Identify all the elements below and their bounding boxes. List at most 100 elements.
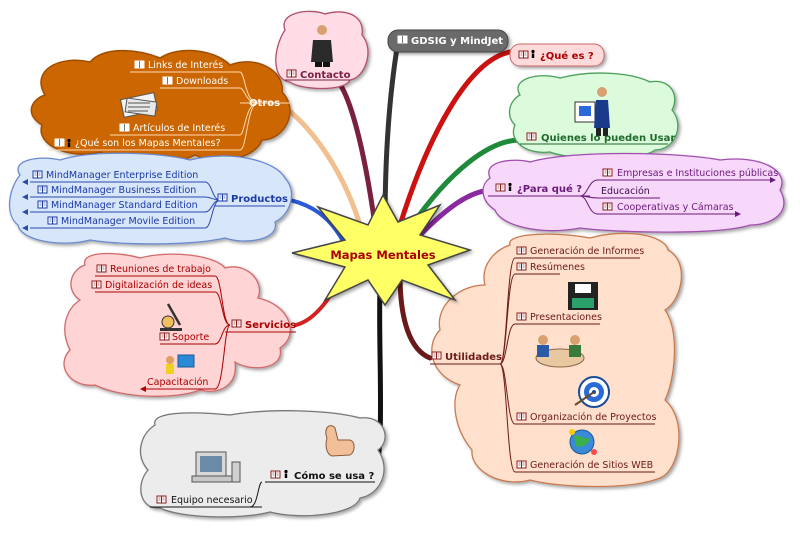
book-icon [602, 168, 613, 177]
productos-item-standard[interactable]: MindManager Standard Edition [51, 200, 198, 211]
otros-item-que-son[interactable]: ¿Qué son los Mapas Mentales? [75, 138, 221, 149]
utilidades-item-organizacion[interactable]: Organización de Proyectos [530, 412, 656, 423]
utilidades-item-presentaciones[interactable]: Presentaciones [530, 312, 602, 323]
training-icon [166, 354, 195, 374]
book-icon [495, 183, 506, 192]
quees-title[interactable]: ¿Qué es ? [540, 50, 594, 62]
branch-utilidades: Utilidades Generación de Informes Resúme… [430, 232, 682, 488]
info-icon [67, 138, 71, 147]
book-icon [231, 319, 242, 328]
quees-pill [509, 43, 605, 67]
book-icon [134, 60, 145, 69]
central-starburst [291, 193, 473, 307]
branch-productos: MindManager Enterprise Edition MindManag… [8, 152, 293, 245]
contacto-title[interactable]: Contacto [300, 70, 351, 81]
servicios-item-capacitacion[interactable]: Capacitación [147, 377, 208, 388]
book-icon [37, 200, 48, 209]
book-icon [526, 132, 537, 141]
book-icon [516, 246, 527, 255]
person-phone-icon [311, 25, 333, 67]
productos-item-movile[interactable]: MindManager Movile Edition [61, 216, 195, 227]
floppy-disk-icon [568, 282, 598, 310]
branch-quienes: Quienes lo pueden Usar [508, 72, 679, 160]
globe-icon [569, 429, 597, 455]
como-cloud [139, 410, 386, 518]
book-icon [91, 280, 102, 289]
book-icon [516, 262, 527, 271]
connector-gdsig [382, 39, 401, 228]
connector-quees [397, 49, 513, 228]
productos-item-enterprise[interactable]: MindManager Enterprise Edition [46, 170, 198, 181]
meeting-icon [535, 335, 585, 368]
utilidades-item-sitios-web[interactable]: Generación de Sitios WEB [530, 460, 653, 471]
parque-item-empresas[interactable]: Empresas e Instituciones públicas [617, 168, 778, 179]
branch-como: Cómo se usa ? Equipo necesario [139, 410, 386, 518]
otros-item-links[interactable]: Links de Interés [148, 60, 223, 71]
parque-item-cooperativas[interactable]: Cooperativas y Cámaras [617, 202, 734, 213]
parque-title[interactable]: ¿Para qué ? [517, 183, 582, 195]
otros-title[interactable]: Otros [249, 98, 280, 109]
branch-quees: ¿Qué es ? [509, 43, 605, 67]
book-icon [156, 495, 167, 504]
como-title[interactable]: Cómo se usa ? [294, 470, 374, 482]
servicios-item-reuniones[interactable]: Reuniones de trabajo [110, 264, 211, 275]
newspaper-icon [119, 92, 159, 118]
connector-productos [288, 198, 347, 247]
book-icon [54, 138, 65, 147]
branch-servicios: Reuniones de trabajo Digitalización de i… [63, 252, 296, 397]
branch-contacto: Contacto [275, 10, 369, 90]
book-icon [37, 185, 48, 194]
servicios-cloud [63, 252, 291, 397]
book-icon [162, 76, 173, 85]
gdsig-title[interactable]: GDSIG y MindJet [411, 36, 503, 47]
otros-item-downloads[interactable]: Downloads [176, 76, 228, 87]
parque-cloud [482, 152, 785, 233]
book-icon [397, 35, 408, 44]
quienes-title[interactable]: Quienes lo pueden Usar [541, 133, 675, 144]
book-icon [602, 202, 613, 211]
como-item-equipo[interactable]: Equipo necesario [171, 495, 253, 506]
info-icon [284, 469, 288, 478]
book-icon [96, 264, 107, 273]
info-icon [531, 49, 535, 58]
microscope-icon [160, 303, 182, 331]
branch-parque: ¿Para qué ? Empresas e Instituciones púb… [482, 152, 785, 233]
book-icon [518, 50, 529, 59]
otros-item-articulos[interactable]: Artículos de Interés [133, 123, 225, 134]
parque-item-educacion: Educación [601, 186, 650, 197]
book-icon [47, 216, 58, 225]
productos-item-business[interactable]: MindManager Business Edition [51, 185, 196, 196]
servicios-item-digitalizacion[interactable]: Digitalización de ideas [105, 280, 212, 291]
book-icon [516, 312, 527, 321]
gdsig-pill [387, 29, 509, 53]
branch-gdsig: GDSIG y MindJet [387, 29, 509, 53]
connector-contacto [319, 72, 378, 228]
book-icon [217, 193, 228, 202]
book-icon [431, 351, 442, 360]
info-icon [508, 182, 512, 191]
book-icon [119, 123, 130, 132]
utilidades-item-informes[interactable]: Generación de Informes [530, 246, 644, 257]
book-icon [270, 470, 281, 479]
target-icon [574, 376, 610, 408]
connector-quienes [407, 137, 523, 231]
book-icon [286, 69, 297, 78]
book-icon [159, 332, 170, 341]
connector-utilidades [397, 272, 433, 361]
central-title[interactable]: Mapas Mentales [330, 248, 435, 262]
servicios-title[interactable]: Servicios [245, 320, 296, 331]
person-presenting-icon [574, 87, 610, 136]
servicios-item-soporte[interactable]: Soporte [172, 332, 209, 343]
book-icon [516, 412, 527, 421]
branch-otros: Links de Interés Downloads Artículos de … [30, 49, 291, 165]
book-icon [32, 170, 43, 179]
utilidades-title[interactable]: Utilidades [445, 352, 502, 363]
productos-title[interactable]: Productos [231, 194, 288, 205]
productos-cloud [8, 152, 293, 245]
central-topic: Mapas Mentales [291, 193, 473, 307]
computer-icon [191, 451, 241, 483]
book-icon [516, 460, 527, 469]
utilidades-item-resumenes[interactable]: Resúmenes [530, 262, 585, 273]
thumbs-up-icon [325, 425, 355, 457]
